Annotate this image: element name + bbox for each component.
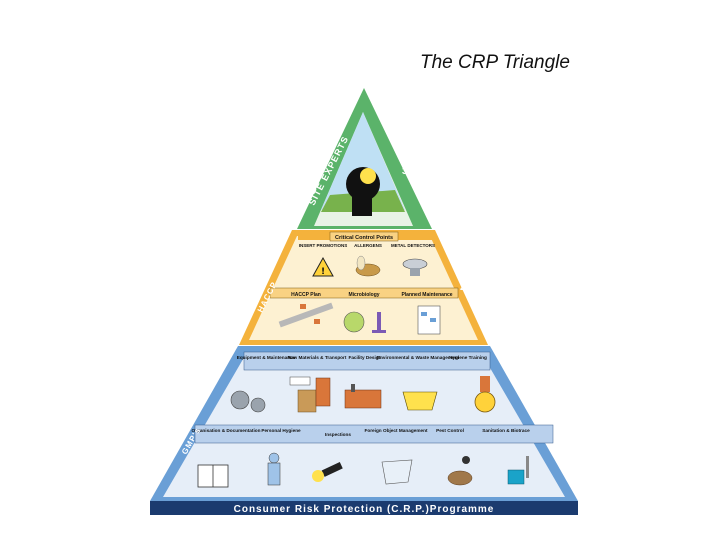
gears-icon [230,390,250,410]
row2-organisation: Organisation & Documentation [191,428,260,433]
medal-ribbon-icon [480,376,490,392]
ccp-item-allergens: ALLERGENS [354,243,382,248]
diagram-title: The CRP Triangle [420,52,570,73]
haccp-plan-icon [278,302,334,328]
fly-icon [462,456,470,464]
row1-facility-design: Facility Design [348,355,381,360]
torch-icon [321,462,343,477]
row2-inspections: Inspections [325,432,351,437]
footer-band [150,501,578,515]
bar-item-planned-maintenance: Planned Maintenance [401,292,452,298]
worker-icon [268,452,280,464]
footer-text: Consumer Risk Protection (C.R.P.)Program… [234,504,495,515]
row2-foreign-object: Foreign Object Management [364,428,427,433]
maintenance-plan-icon [417,305,441,335]
row1-equipment: Equipment & Maintenance [237,355,296,360]
svg-text:!: ! [321,267,325,277]
skip-icon [402,391,438,411]
warning-icon [312,256,334,277]
medal-icon [474,391,496,413]
pallet-icon [297,389,317,413]
row1-hygiene-training: Hygiene Training [449,355,487,360]
ccp-item-insert-promotions: INSERT PROMOTIONS [299,243,348,248]
rat-icon [447,470,473,486]
bar-item-microbiology: Microbiology [348,292,379,298]
row2-pest-control: Pest Control [436,428,464,433]
lightbulb-icon [360,168,376,184]
ccp-header: Critical Control Points [335,235,393,241]
row1-environmental: Environmental & Waste Management [377,355,460,360]
row2-sanitation: Sanitation & Biotrace [482,428,530,433]
petri-dish-icon [343,311,365,333]
microscope-icon [377,312,381,330]
tier-number-2: 2 [460,282,465,292]
truck-icon [289,376,311,386]
bar-item-haccp-plan: HACCP Plan [291,292,321,298]
metal-detector-icon [402,258,428,270]
row1-raw-materials: Raw Materials & Transport [288,355,347,360]
facility-icon [344,389,382,409]
ccp-item-metal-detectors: METAL DETECTORS [391,243,435,248]
tier-number-3: 3 [402,166,407,176]
row2-personal-hygiene: Personal Hygiene [261,428,301,433]
sanitation-icon [507,469,525,485]
broken-glass-icon [381,459,413,485]
tier-number-1: 1 [537,414,542,424]
